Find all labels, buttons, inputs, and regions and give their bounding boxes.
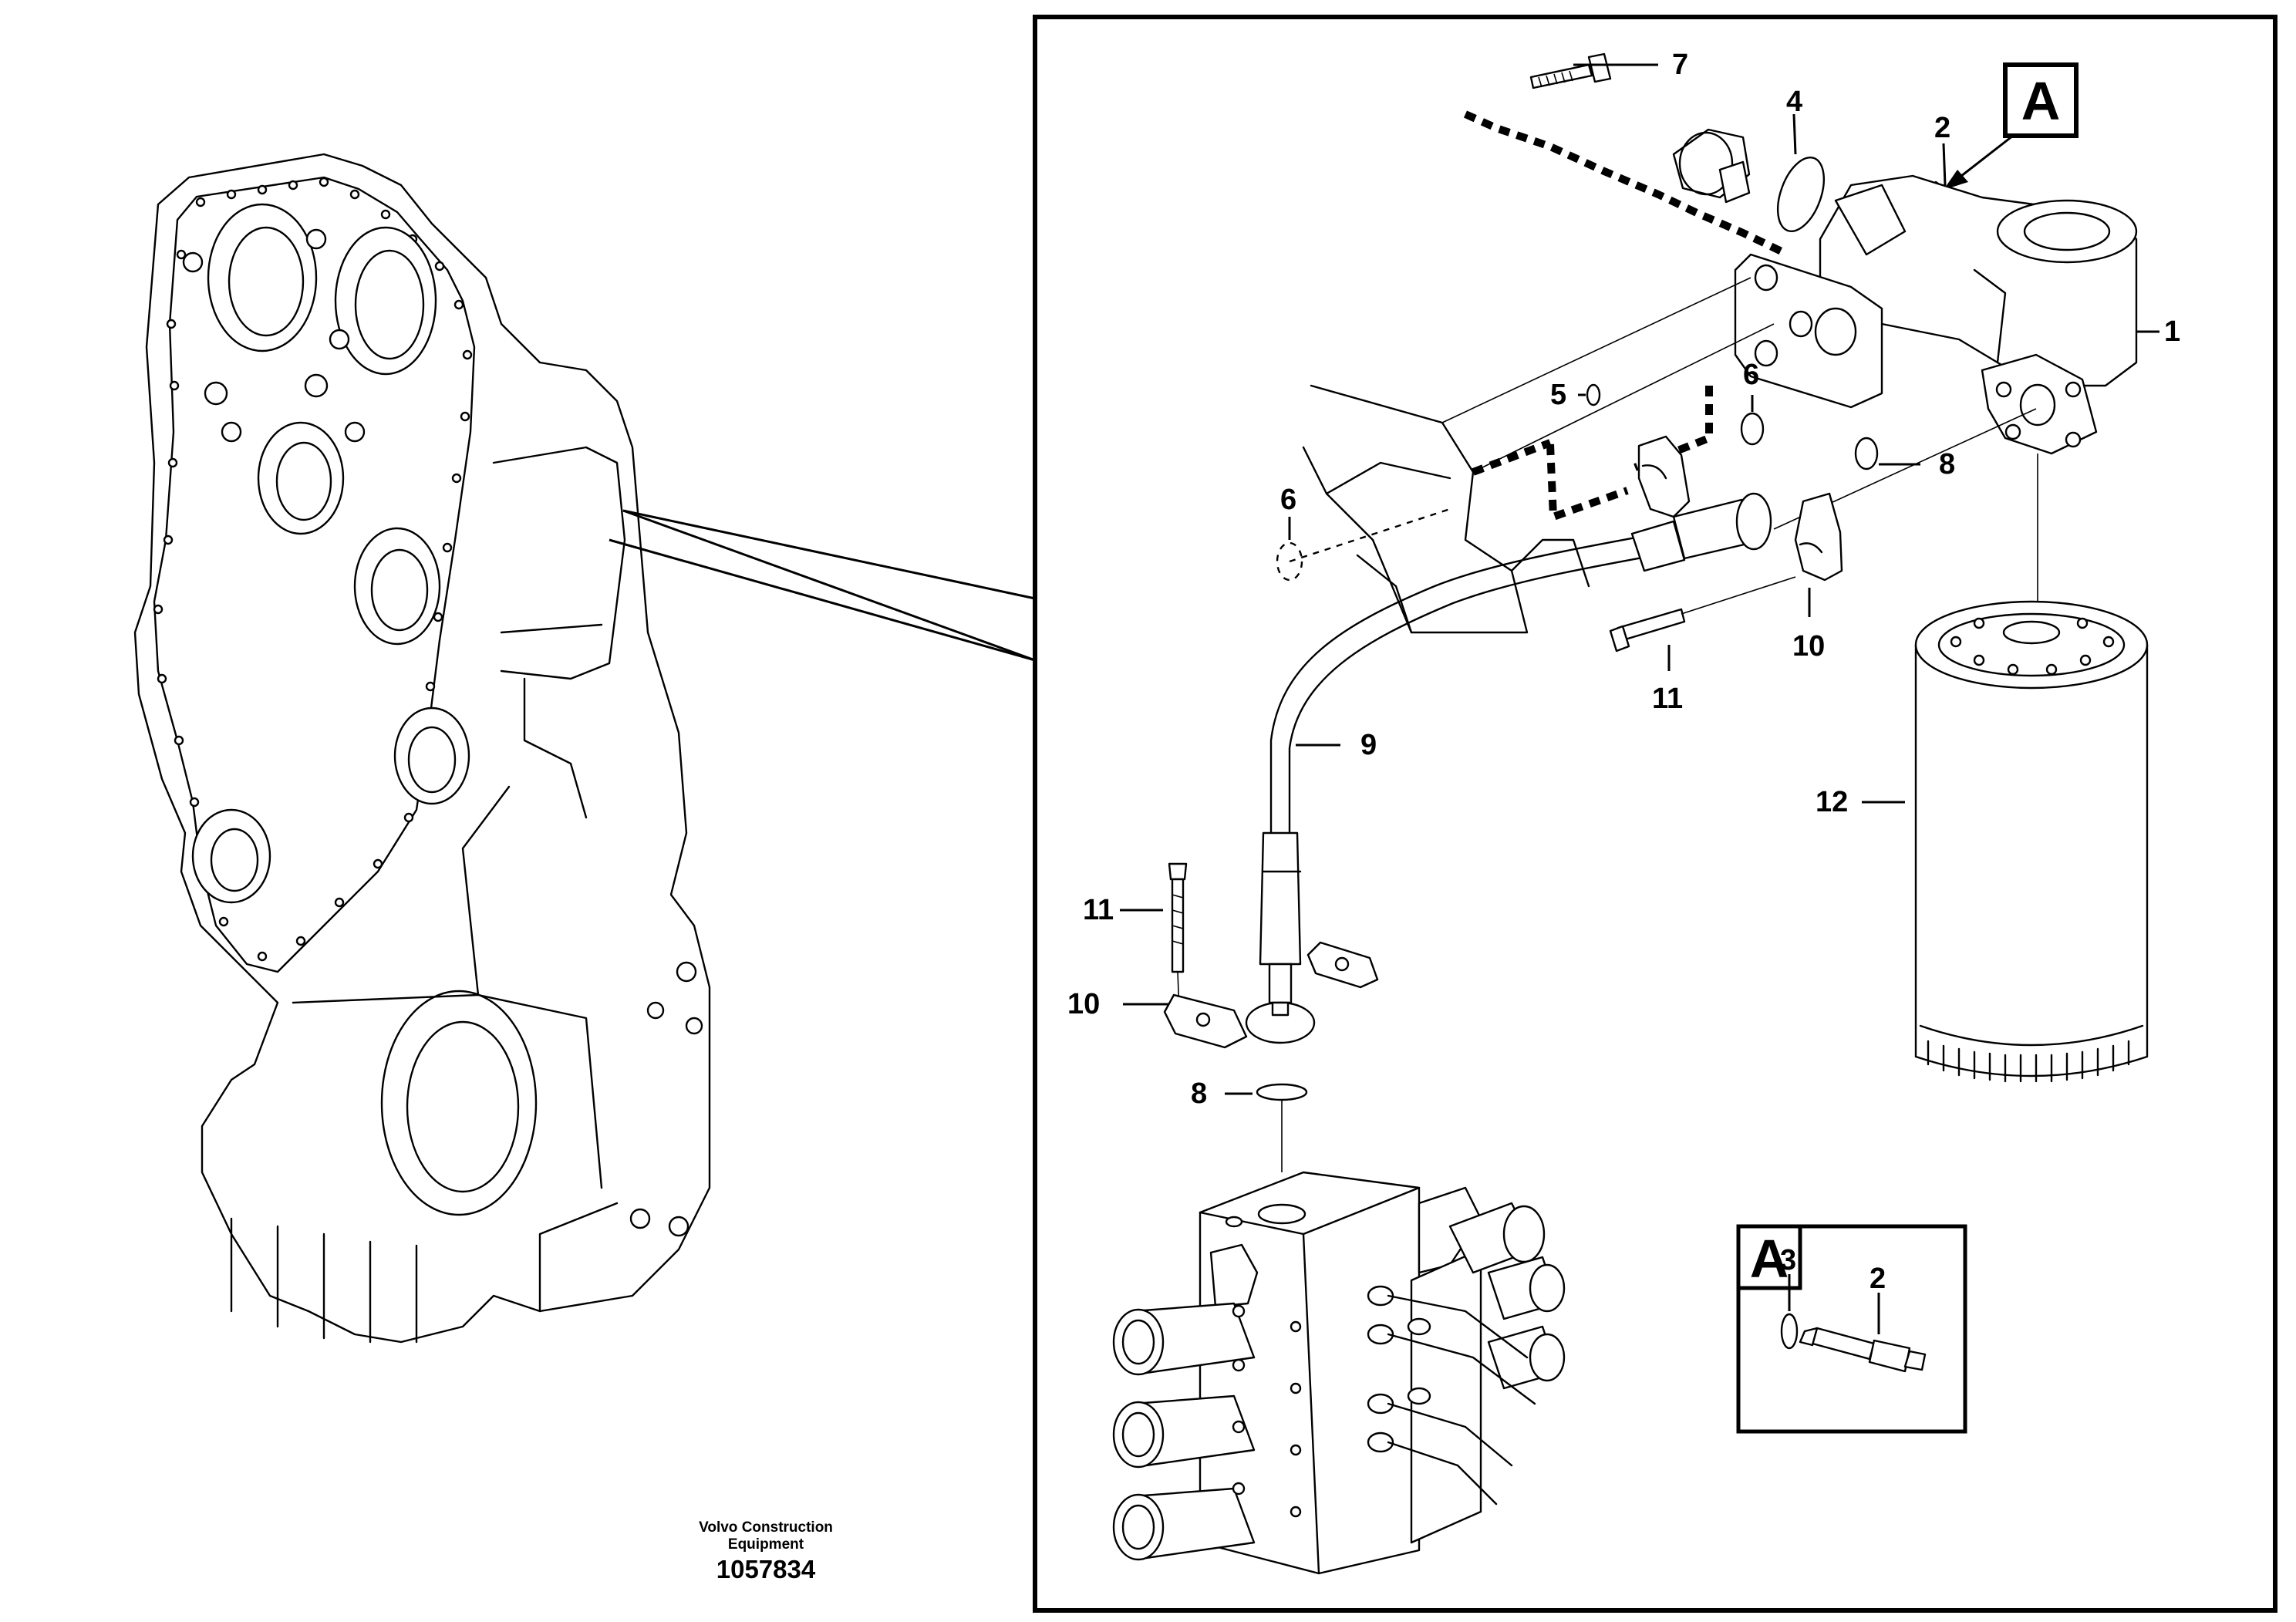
zoom-leader-bottom — [622, 509, 1036, 662]
callout-10-upper: 10 — [1792, 630, 1825, 663]
callout-11-upper: 11 — [1652, 683, 1683, 715]
callout-2: 2 — [1934, 112, 1950, 144]
credit-block: Volvo Construction Equipment 1057834 — [699, 1519, 833, 1583]
zoom-leader-top — [622, 509, 1036, 600]
o-ring-part-8-upper — [1854, 437, 1879, 470]
callout-9: 9 — [1360, 729, 1377, 761]
o-ring-part-5 — [1586, 383, 1601, 406]
callout-7: 7 — [1672, 49, 1688, 81]
callout-5: 5 — [1550, 379, 1566, 411]
o-ring-part-6-upper — [1740, 412, 1765, 446]
callout-8-upper: 8 — [1939, 448, 1955, 481]
callout-6-upper: 6 — [1743, 359, 1759, 391]
credit-line-1: Volvo Construction — [699, 1519, 833, 1536]
callout-6-lower: 6 — [1280, 484, 1296, 516]
callout-4: 4 — [1786, 86, 1802, 118]
o-ring-part-6-lower — [1276, 541, 1303, 582]
detail-marker-a: A — [1943, 62, 2079, 191]
bolt-part-7 — [1529, 52, 1612, 89]
callout-10-lower: 10 — [1067, 988, 1100, 1020]
bolt-7-path — [1463, 110, 1784, 255]
adapter-plate — [1981, 353, 2098, 455]
hose-part-9 — [1245, 492, 1772, 1044]
bolt-part-11-lower — [1168, 862, 1188, 1034]
callout-11-lower: 11 — [1083, 894, 1114, 926]
housing-fragment — [1302, 384, 1590, 634]
svg-text:A: A — [1750, 1229, 1789, 1289]
credit-line-2: Equipment — [728, 1536, 804, 1553]
transmission-housing-overview — [133, 153, 711, 1344]
filter-housing-part-1 — [1819, 174, 2138, 387]
svg-text:A: A — [2021, 71, 2061, 131]
plug-part-4 — [1672, 128, 1751, 204]
o-ring-part-4 — [1776, 156, 1826, 233]
clamp-part-10-upper — [1637, 435, 1843, 582]
callout-labels: 7 4 2 1 5 6 8 6 10 11 9 12 11 10 8 3 2 — [1067, 49, 2180, 1295]
o-ring-part-8-lower — [1256, 1083, 1308, 1101]
inset-callout-3: 3 — [1780, 1244, 1796, 1276]
control-valve-block — [1112, 1171, 1566, 1575]
reference-number: 1057834 — [716, 1555, 816, 1583]
oil-filter-part-12 — [1914, 600, 2149, 1083]
o-ring-part-3 — [1780, 1313, 1799, 1350]
callout-1: 1 — [2164, 315, 2180, 348]
sensor-part-2-inset — [1799, 1327, 1927, 1373]
inset-detail-a: A — [1736, 1224, 1967, 1434]
bolt-part-11-upper — [1609, 576, 1796, 653]
callout-8-lower: 8 — [1191, 1077, 1207, 1110]
inset-callout-2: 2 — [1870, 1263, 1886, 1295]
clamp-part-10-lower — [1163, 941, 1379, 1049]
detail-frame — [1033, 15, 2277, 1613]
mounting-flange — [1734, 253, 1883, 409]
callout-12: 12 — [1816, 786, 1848, 818]
